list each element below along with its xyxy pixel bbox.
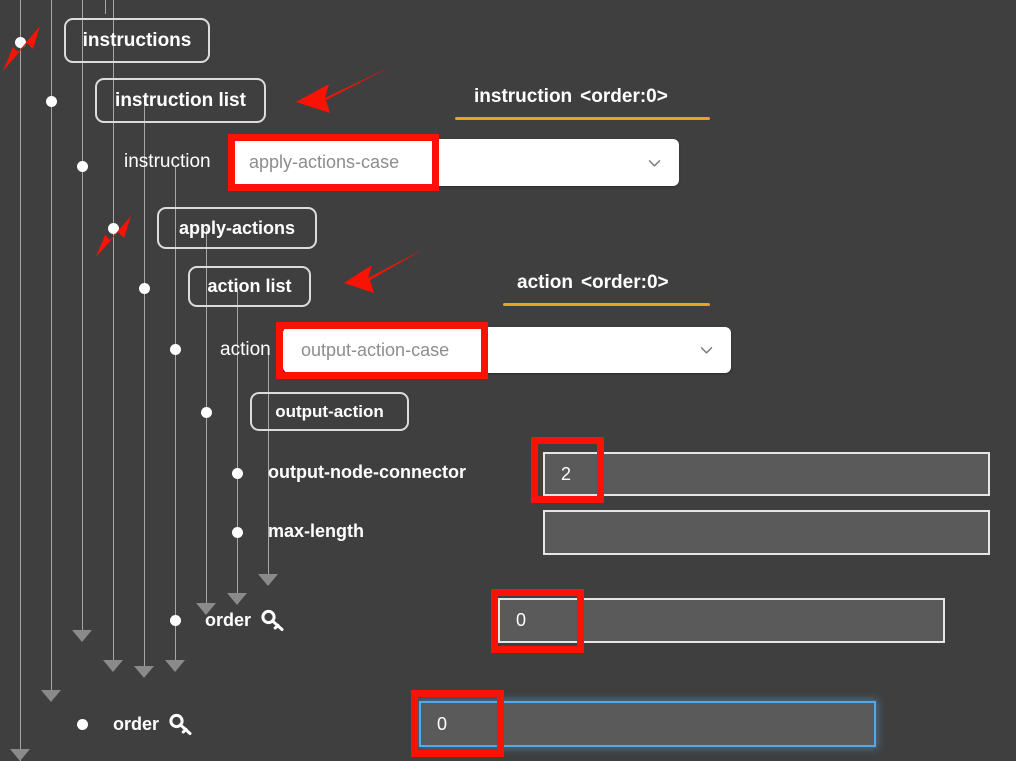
tree-line-level-1 [51, 0, 52, 690]
annotation-arrow-instructions [3, 26, 40, 71]
node-chip-label: action list [207, 276, 292, 296]
node-chip-label: apply-actions [178, 217, 296, 238]
tree-line-stub [105, 0, 106, 14]
section-header-instruction: instruction <order:0> [474, 86, 668, 108]
select-placeholder: output-action-case [301, 339, 450, 360]
tree-line-level-0 [20, 0, 21, 761]
tree-end-arrow-level-2 [72, 630, 92, 642]
node-chip-output-action[interactable]: output-action [250, 392, 409, 431]
node-chip-action-list[interactable]: action list [188, 266, 311, 307]
select-placeholder: apply-actions-case [249, 152, 400, 172]
chevron-down-icon [700, 347, 713, 354]
tree-end-arrow-level-8 [258, 574, 278, 586]
tree-node-dot-output-action[interactable] [201, 407, 212, 418]
input-max-length[interactable] [543, 510, 990, 555]
field-label-max-length: max-length [268, 521, 364, 542]
tree-node-dot-order-outer[interactable] [77, 719, 88, 730]
tree-node-dot-max-length[interactable] [232, 527, 243, 538]
tree-line-level-4 [144, 101, 145, 666]
tree-line-level-3 [113, 0, 114, 660]
tree-end-arrow-level-6 [196, 603, 216, 615]
node-chip-label: output-action [275, 401, 384, 421]
tree-end-arrow-level-1 [41, 690, 61, 702]
node-chip-instructions[interactable]: instructions [64, 18, 210, 63]
field-label-order-inner: order [205, 608, 286, 632]
node-chip-label: instruction list [115, 89, 246, 111]
tree-node-dot-output-node-connector[interactable] [232, 468, 243, 479]
label-text: action [220, 339, 271, 360]
section-underline-instruction [455, 117, 710, 120]
tree-node-dot-instruction-list[interactable] [46, 96, 57, 107]
annotation-arrow-action-list [344, 249, 424, 293]
select-instruction[interactable]: apply-actions-case [231, 139, 679, 186]
tree-line-level-2 [82, 0, 83, 630]
field-label-output-node-connector: output-node-connector [268, 462, 466, 483]
label-text: max-length [268, 521, 365, 541]
field-label-instruction: instruction [124, 151, 211, 173]
tree-end-arrow-level-5 [165, 660, 185, 672]
input-value: 2 [561, 463, 572, 484]
section-underline-action [503, 303, 710, 306]
input-output-node-connector[interactable]: 2 [543, 452, 990, 496]
tree-node-dot-apply-actions[interactable] [108, 223, 119, 234]
tree-end-arrow-level-0 [10, 749, 30, 761]
field-label-action: action [220, 339, 271, 361]
input-order-inner[interactable]: 0 [498, 598, 945, 643]
tree-node-dot-action[interactable] [170, 344, 181, 355]
node-chip-apply-actions[interactable]: apply-actions [157, 207, 317, 249]
tree-node-dot-instructions[interactable] [15, 37, 26, 48]
key-icon [261, 609, 284, 631]
label-text: order [205, 609, 252, 630]
tree-end-arrow-level-3 [103, 660, 123, 672]
select-action[interactable]: output-action-case [283, 327, 731, 373]
key-icon [169, 713, 192, 735]
section-order-badge: <order:0> [580, 272, 669, 293]
section-header-action: action <order:0> [517, 272, 669, 294]
tree-node-dot-order-inner[interactable] [170, 615, 181, 626]
label-text: instruction [124, 151, 211, 172]
chevron-down-icon [648, 159, 661, 167]
label-text: order [113, 713, 160, 734]
node-chip-instruction-list[interactable]: instruction list [95, 78, 266, 123]
section-order-badge: <order:0> [580, 86, 668, 107]
field-label-order-outer: order [113, 712, 194, 736]
tree-line-level-7 [237, 288, 238, 593]
annotation-arrow-apply-actions [96, 216, 131, 257]
tree-end-arrow-level-7 [227, 593, 247, 605]
node-chip-label: instructions [82, 29, 192, 51]
tree-node-dot-instruction[interactable] [77, 161, 88, 172]
tree-end-arrow-level-4 [134, 666, 154, 678]
input-order-outer[interactable]: 0 [419, 701, 876, 747]
input-value: 0 [516, 610, 527, 630]
annotation-arrow-instruction-list [296, 66, 392, 113]
label-text: output-node-connector [268, 462, 466, 482]
tree-node-dot-action-list[interactable] [139, 283, 150, 294]
input-value: 0 [437, 713, 448, 734]
section-title: instruction [474, 86, 573, 107]
tree-line-level-5 [175, 166, 176, 660]
section-title: action [517, 272, 573, 293]
tree-line-level-8 [268, 349, 269, 574]
